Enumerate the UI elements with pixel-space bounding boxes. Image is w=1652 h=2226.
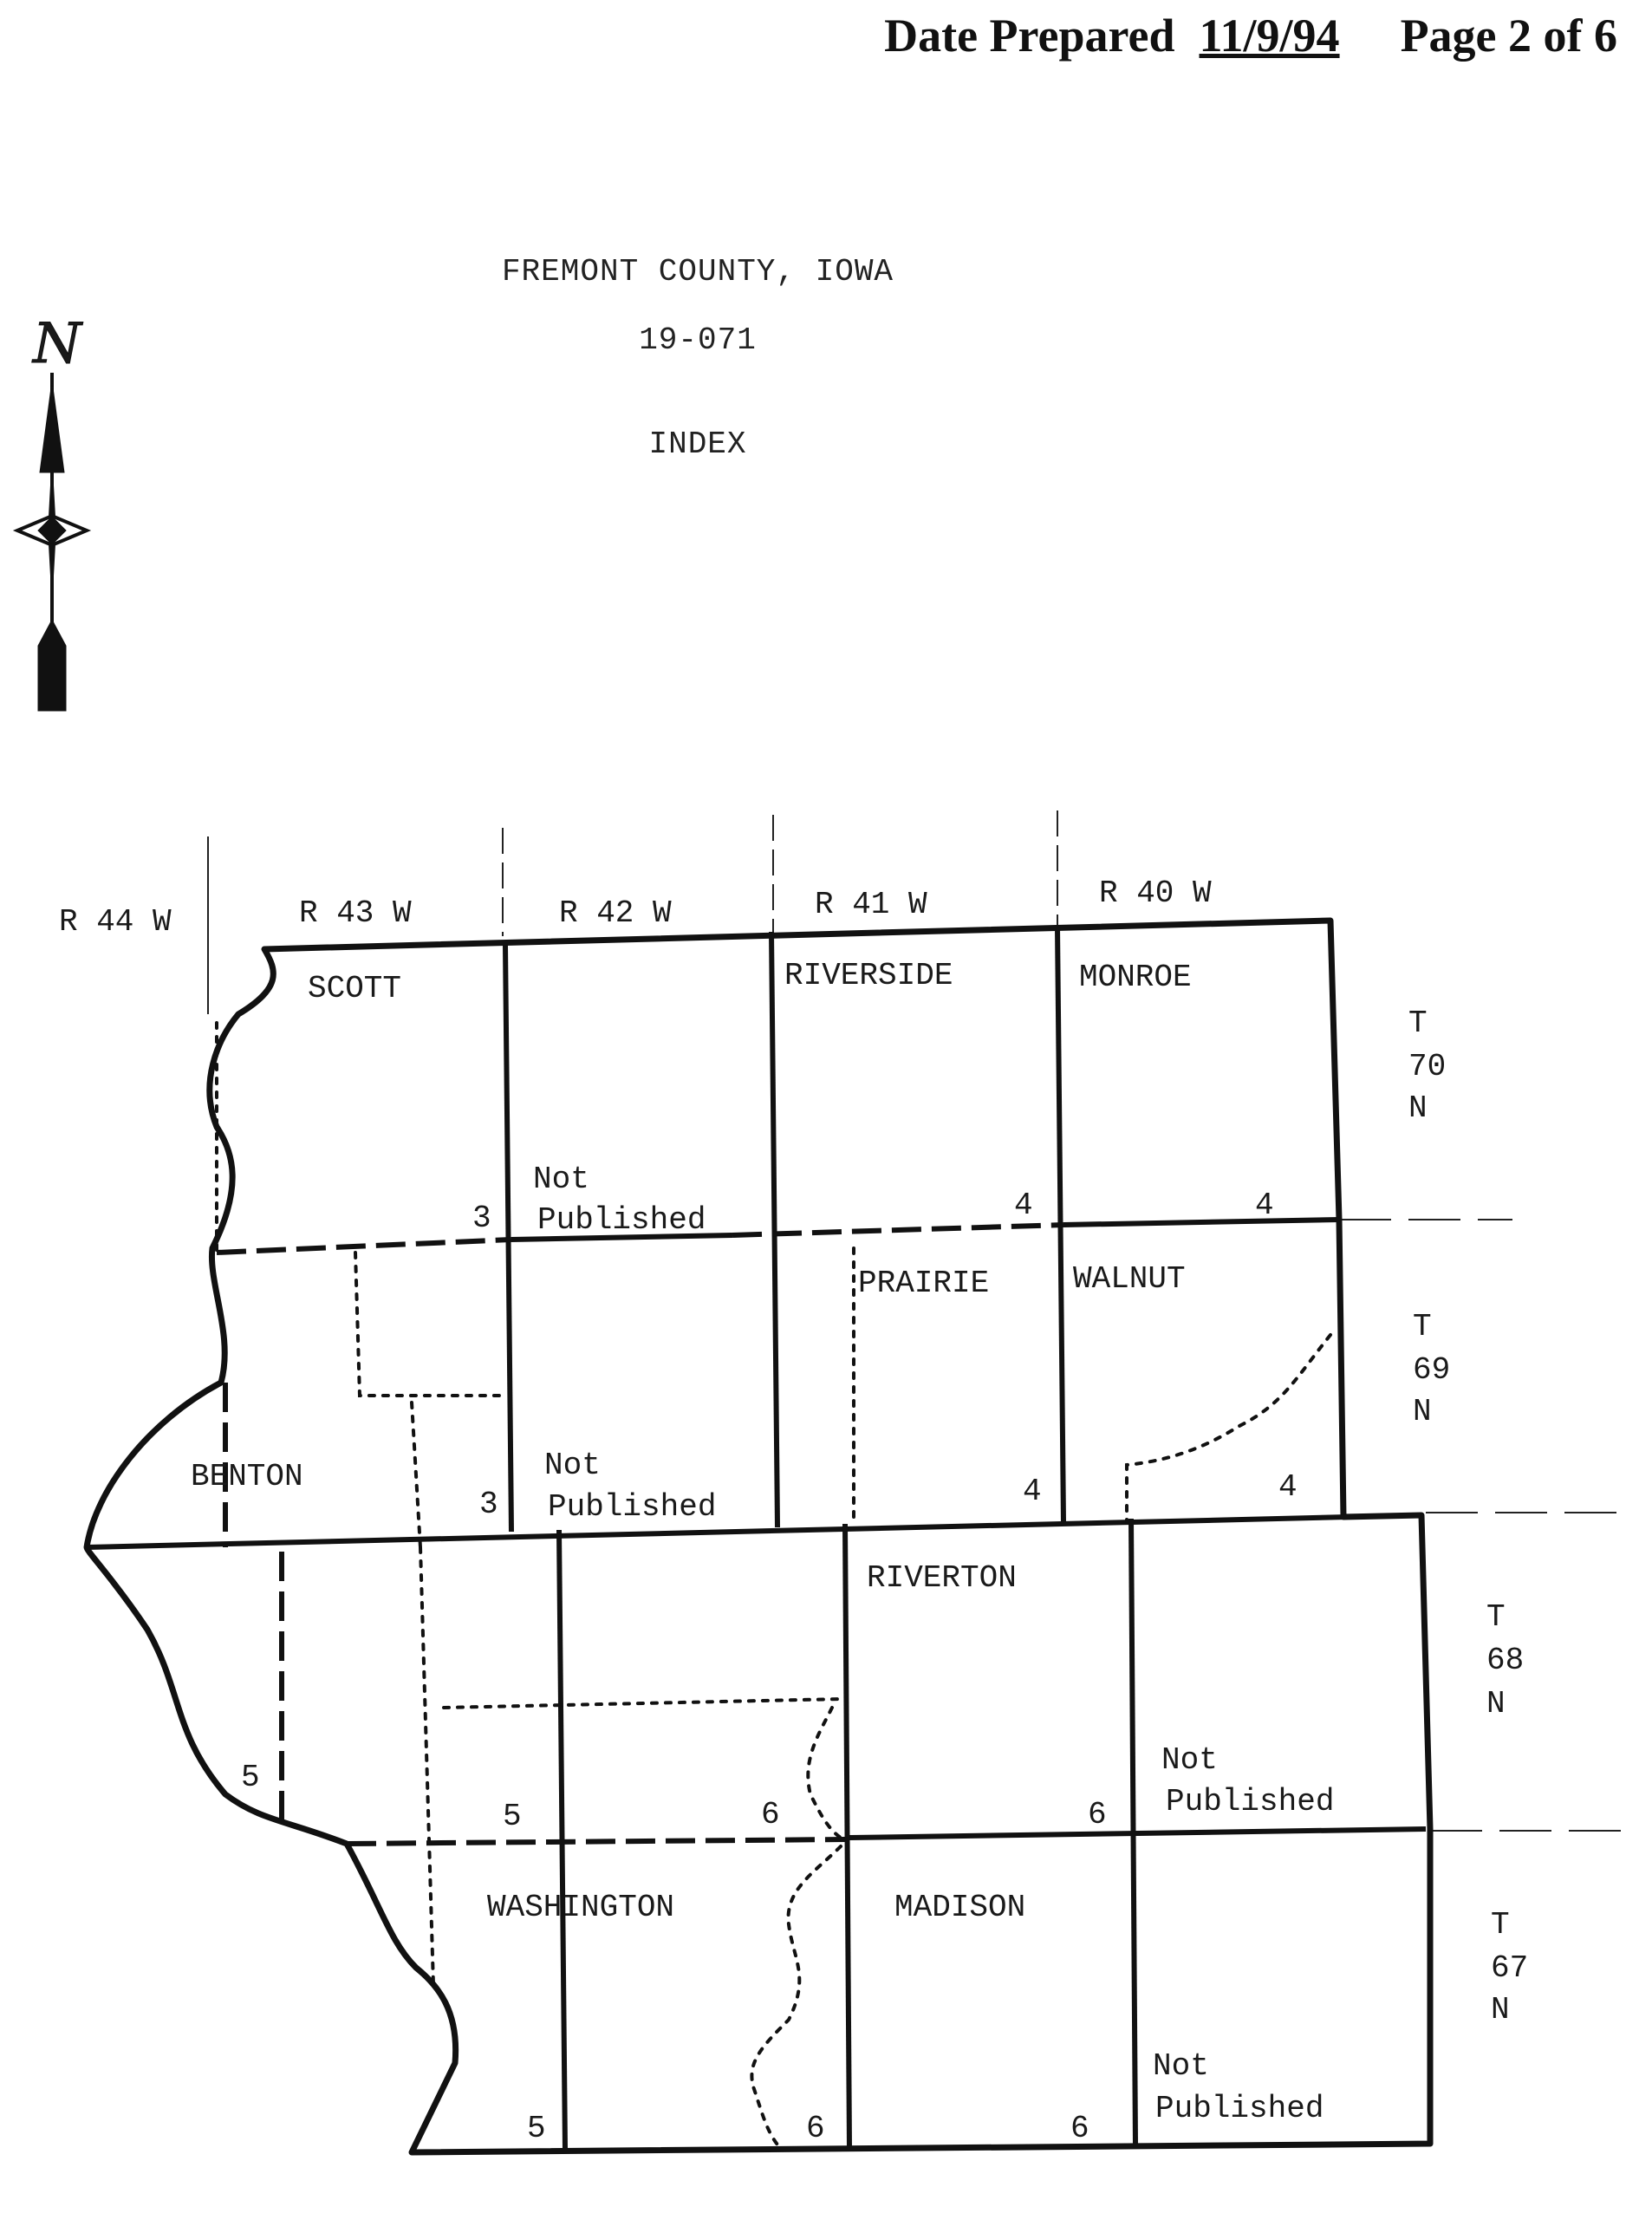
svg-text:67: 67 — [1491, 1950, 1528, 1986]
not-published-note: Not Published — [1153, 2048, 1324, 2126]
township-name-benton: BENTON — [191, 1459, 303, 1494]
sheet-number: 4 — [1278, 1469, 1298, 1505]
dotted-boundary-lines — [215, 1021, 1332, 2150]
svg-text:Not: Not — [533, 1162, 589, 1197]
sheet-number: 6 — [761, 1797, 780, 1832]
not-published-note: Not Published — [544, 1448, 716, 1525]
sheet-number: 4 — [1014, 1188, 1033, 1223]
sheet-number: 6 — [1088, 1797, 1107, 1832]
svg-text:Published: Published — [1155, 2091, 1324, 2126]
sheet-number: 3 — [479, 1487, 498, 1522]
township-label-t70n: T 70 N — [1408, 1006, 1446, 1126]
svg-text:N: N — [1413, 1394, 1432, 1429]
township-name-riverton: RIVERTON — [867, 1560, 1017, 1596]
township-name-prairie: PRAIRIE — [858, 1266, 989, 1301]
sheet-number: 6 — [806, 2111, 825, 2146]
north-label: N — [31, 312, 83, 376]
sheet-number: 5 — [527, 2111, 546, 2146]
township-label-t67n: T 67 N — [1491, 1907, 1528, 2027]
north-arrow-icon: N — [12, 312, 92, 712]
township-grid-lines — [86, 927, 1427, 2151]
township-name-washington: WASHINGTON — [487, 1890, 674, 1925]
svg-text:T: T — [1486, 1599, 1506, 1635]
not-published-note: Not Published — [1161, 1742, 1334, 1819]
svg-text:N: N — [1486, 1686, 1506, 1722]
sheet-number: 3 — [472, 1201, 491, 1236]
svg-text:T: T — [1408, 1006, 1428, 1041]
sheet-number: 5 — [241, 1760, 260, 1795]
svg-text:T: T — [1491, 1907, 1510, 1943]
range-label-r41w: R 41 W — [815, 887, 927, 922]
sheet-number: 5 — [503, 1799, 522, 1834]
township-name-walnut: WALNUT — [1073, 1261, 1186, 1297]
map-title-code: 19-071 — [639, 322, 757, 358]
svg-text:Published: Published — [537, 1202, 706, 1238]
township-name-scott: SCOTT — [308, 971, 401, 1006]
range-label-r44w: R 44 W — [59, 904, 172, 940]
range-divider-lines — [207, 810, 1058, 1014]
map-title-county: FREMONT COUNTY, IOWA — [501, 254, 894, 290]
range-label-r43w: R 43 W — [299, 895, 412, 931]
township-label-t69n: T 69 N — [1413, 1309, 1450, 1429]
township-label-t68n: T 68 N — [1486, 1599, 1524, 1722]
sheet-number: 6 — [1070, 2111, 1089, 2146]
svg-text:68: 68 — [1486, 1643, 1524, 1678]
svg-text:69: 69 — [1413, 1352, 1450, 1388]
svg-text:N: N — [1408, 1090, 1428, 1126]
svg-text:Not: Not — [1153, 2048, 1209, 2084]
township-name-madison: MADISON — [894, 1890, 1025, 1925]
range-label-r42w: R 42 W — [559, 895, 672, 931]
svg-text:70: 70 — [1408, 1049, 1446, 1084]
range-label-r40w: R 40 W — [1099, 875, 1212, 911]
date-prepared-value: 11/9/94 — [1199, 10, 1340, 62]
township-name-monroe: MONROE — [1079, 960, 1192, 995]
map-title-index: INDEX — [648, 426, 747, 462]
township-divider-lines — [1339, 1219, 1625, 1832]
svg-text:Not: Not — [544, 1448, 601, 1483]
sheet-number: 4 — [1255, 1188, 1274, 1223]
date-prepared-label: Date Prepared — [884, 10, 1175, 62]
svg-text:Not: Not — [1161, 1742, 1218, 1778]
page-number: Page 2 of 6 — [1400, 10, 1617, 62]
township-name-riverside: RIVERSIDE — [784, 958, 953, 993]
svg-text:N: N — [1491, 1992, 1510, 2027]
svg-text:Published: Published — [1166, 1784, 1334, 1819]
page-header: Date Prepared 11/9/94 Page 2 of 6 — [884, 9, 1617, 62]
not-published-note: Not Published — [533, 1162, 706, 1238]
svg-text:T: T — [1413, 1309, 1432, 1344]
svg-text:Published: Published — [548, 1489, 716, 1525]
sheet-number: 4 — [1023, 1474, 1042, 1509]
county-boundary — [83, 917, 1434, 2156]
